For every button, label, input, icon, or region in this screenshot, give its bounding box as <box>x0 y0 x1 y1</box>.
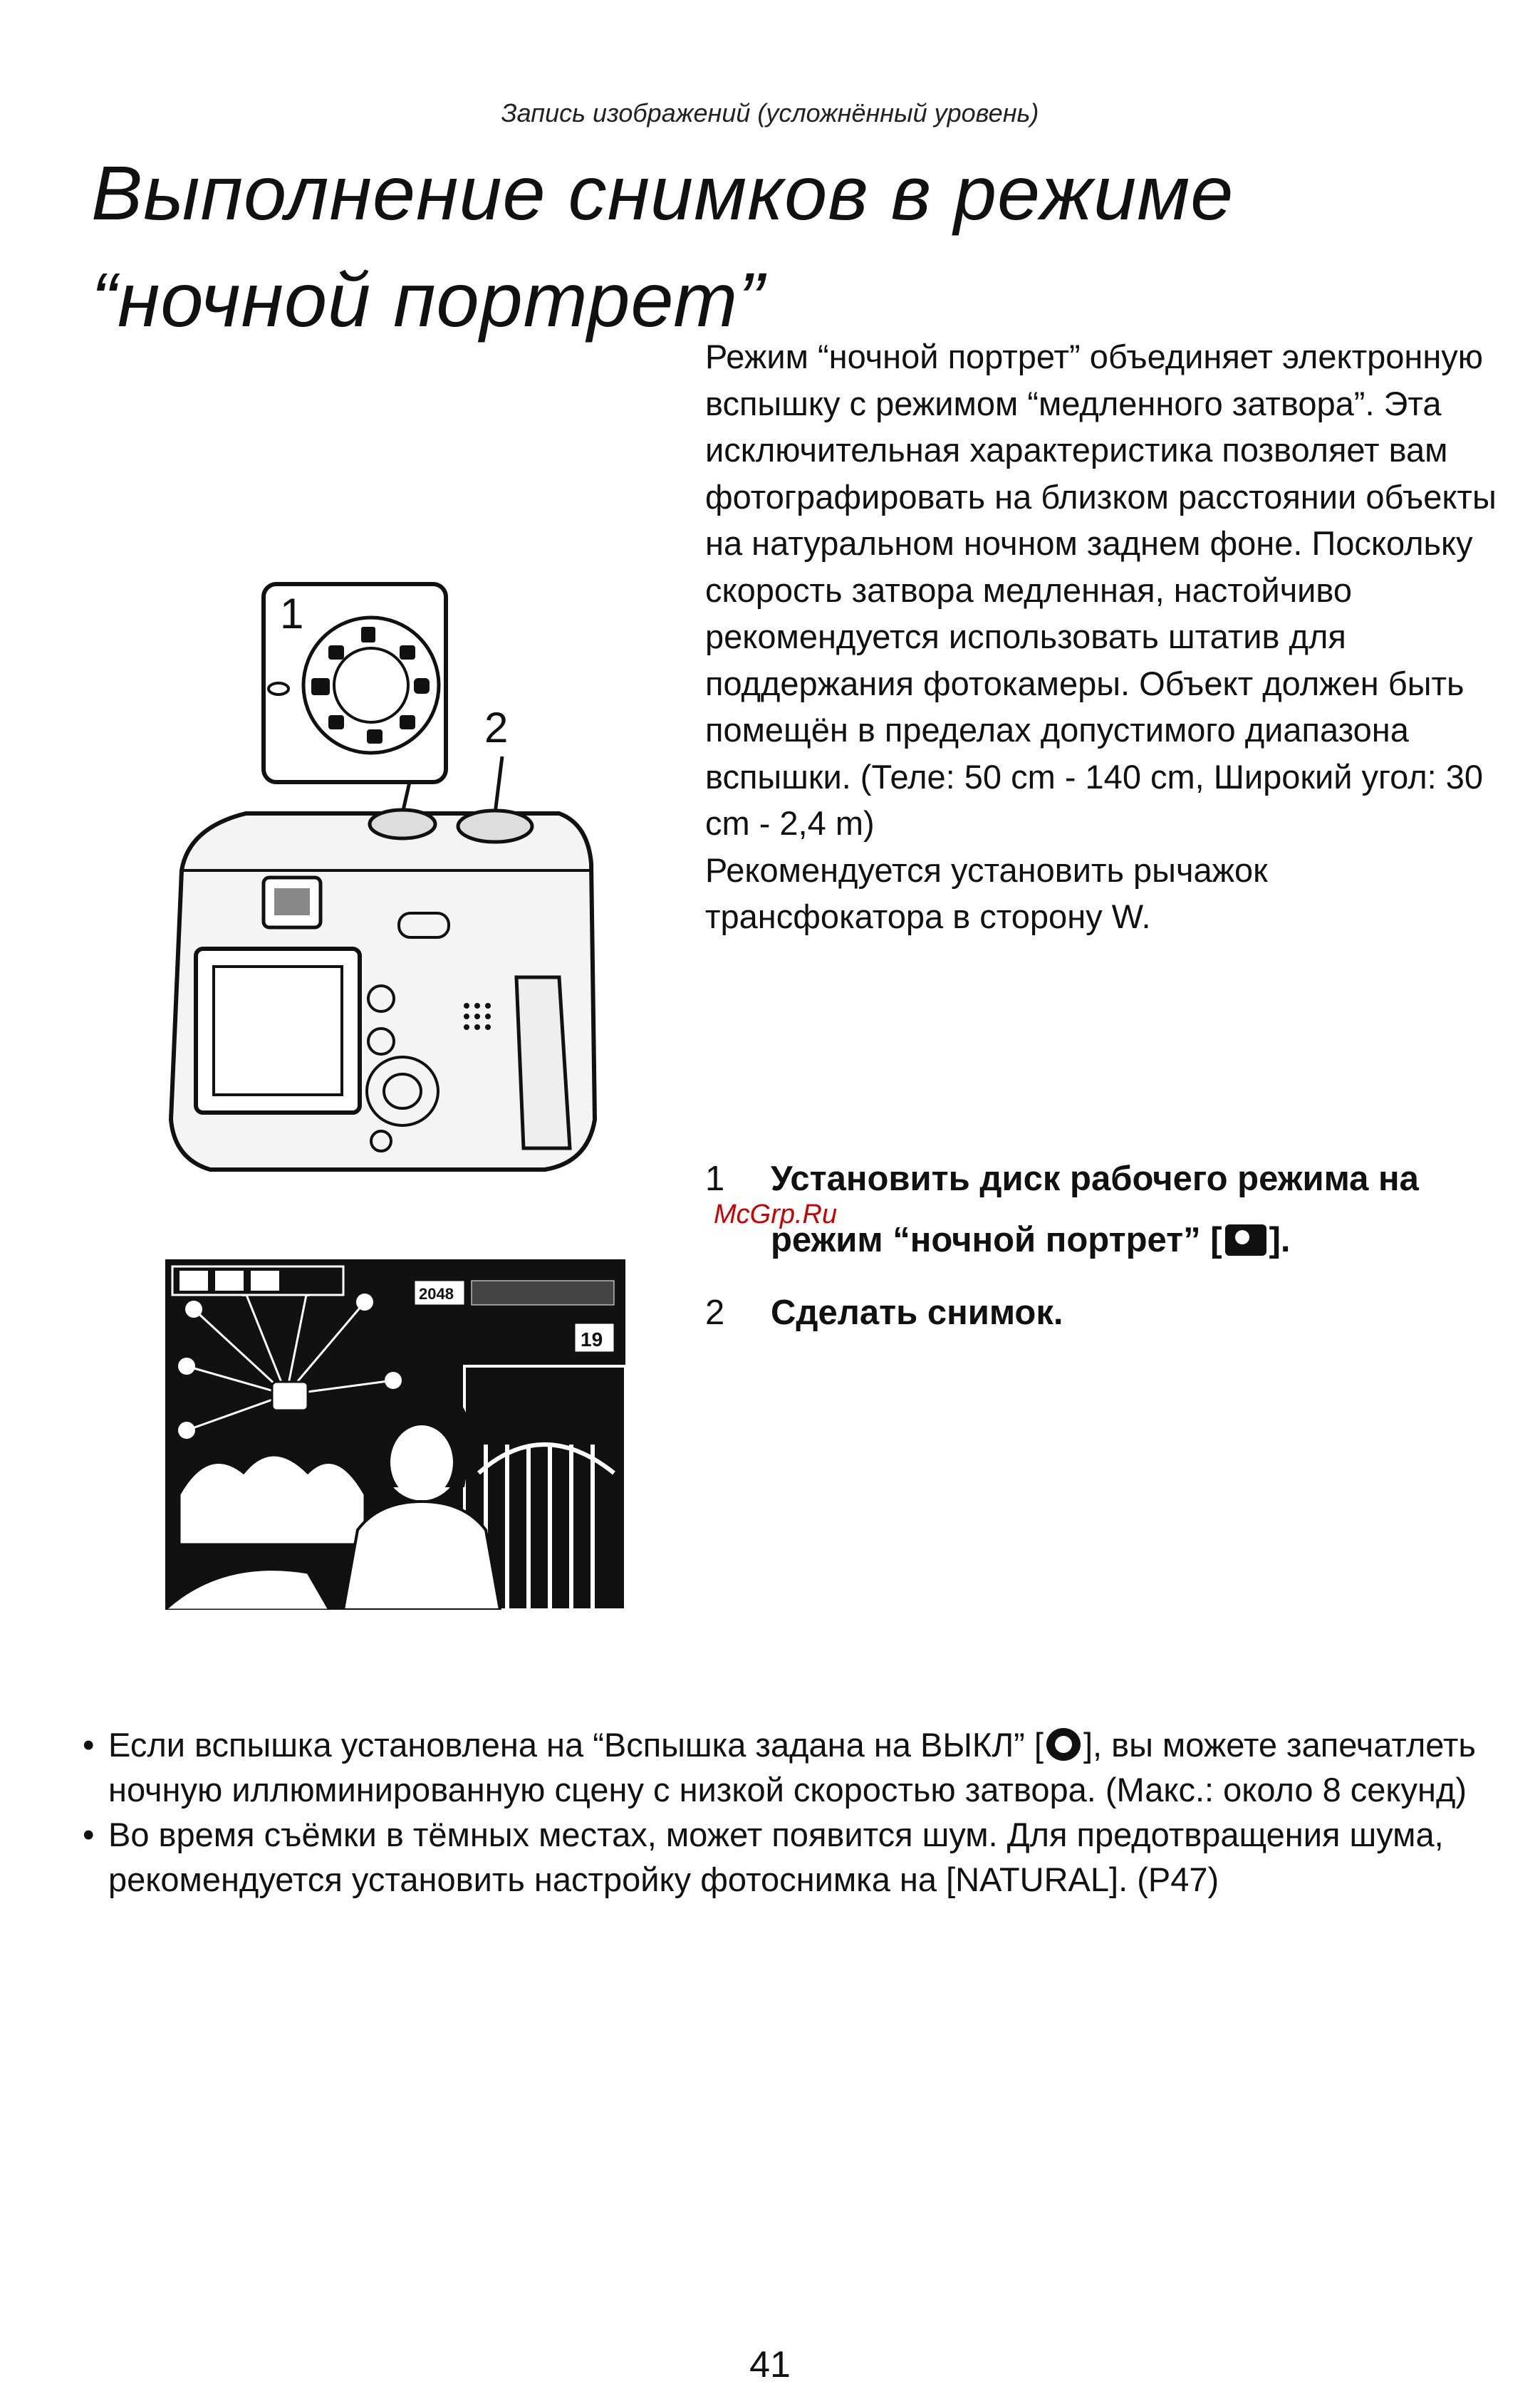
callout-2-label: 2 <box>484 704 508 751</box>
step-2-number: 2 <box>705 1294 725 1332</box>
callout-1-label: 1 <box>280 590 303 638</box>
intro-text: Режим “ночной портрет” объединяет электр… <box>705 333 1503 940</box>
note-1-text-part-1: Если вспышка установлена на “Вспышка зад… <box>108 1726 1044 1764</box>
flash-off-icon <box>1046 1728 1081 1761</box>
shutter-button <box>456 808 534 844</box>
lcd-picture-count: 19 <box>581 1328 603 1351</box>
camera-illustration: 1 2 <box>168 582 598 1172</box>
mode-dial-icons <box>311 627 430 744</box>
watermark: McGrp.Ru <box>714 1200 838 1229</box>
intro-paragraph-2: Рекомендуется установить рычажок трансфо… <box>705 850 1268 936</box>
step-1-number: 1 <box>705 1160 725 1198</box>
camera-mode-dial <box>368 808 437 841</box>
page-title: Выполнение снимков в режиме “ночной порт… <box>91 140 1445 353</box>
step-1-text: Установить диск рабочего режима на режим… <box>771 1148 1483 1271</box>
note-item-1: Если вспышка установлена на “Вспышка зад… <box>80 1722 1490 1812</box>
step-2: 2 Сделать снимок. <box>705 1282 1503 1346</box>
note-item-2: Во время съёмки в тёмных местах, может п… <box>80 1812 1490 1902</box>
camera-side-buttons <box>365 912 450 1152</box>
night-portrait-icon <box>1224 1224 1266 1256</box>
running-header: Запись изображений (усложнённый уровень) <box>501 98 1039 128</box>
lcd-resolution-label: 2048 <box>419 1285 454 1303</box>
portrait-person-body <box>341 1499 502 1610</box>
step-2-text: Сделать снимок. <box>771 1294 1063 1332</box>
step-1-text-part-1: Установить диск рабочего режима на режим… <box>771 1160 1419 1259</box>
step-1-text-part-2: ]. <box>1269 1221 1291 1259</box>
step-1: 1 Установить диск рабочего режима на реж… <box>705 1148 1503 1276</box>
speaker-grille <box>464 1003 491 1030</box>
night-portrait-scene-icon <box>271 1380 309 1412</box>
intro-paragraph-1: Режим “ночной портрет” объединяет электр… <box>705 338 1497 842</box>
lcd-screen-illustration: 2048 19 <box>165 1259 625 1610</box>
page-title-line-1: Выполнение снимков в режиме <box>91 150 1234 236</box>
note-1-text-part-2: ], вы можете запечатлеть ночную иллюмини… <box>108 1726 1476 1809</box>
page-number: 41 <box>749 2344 791 2385</box>
notes-list: Если вспышка установлена на “Вспышка зад… <box>80 1722 1490 1902</box>
page-title-line-2: “ночной портрет” <box>91 256 765 343</box>
